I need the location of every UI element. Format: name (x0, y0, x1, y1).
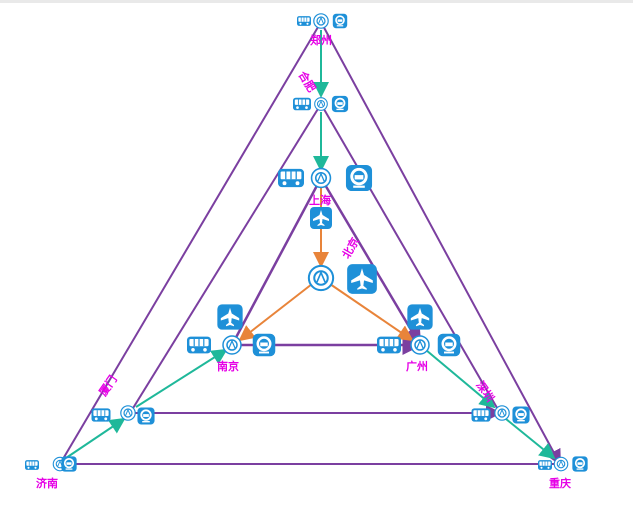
top-border (0, 0, 633, 3)
outer-triangle-edges (59, 21, 561, 466)
station-hub-icon (553, 456, 569, 472)
bus-icon (91, 407, 111, 423)
edge-beijing-guangzhou (329, 283, 414, 342)
city-label-zhengzhou: 郑州 (310, 33, 332, 47)
node-beijing[interactable]: 北京 (307, 235, 377, 294)
node-chongqing[interactable]: 重庆 (537, 455, 589, 490)
edge-shanghai-guangzhou (319, 177, 422, 348)
bus-icon (292, 97, 312, 111)
station-hub-icon (310, 167, 332, 189)
bus-icon (471, 407, 491, 423)
city-label-jinan: 济南 (36, 476, 58, 490)
plane-icon (217, 304, 243, 330)
city-label-hefei: 合肥 (296, 68, 320, 94)
station-hub-icon (120, 405, 136, 421)
node-zhengzhou[interactable]: 郑州 (296, 13, 349, 47)
bus-icon (24, 459, 40, 471)
plane-icon (310, 207, 332, 229)
city-label-guangzhou: 广州 (406, 359, 428, 373)
station-hub-icon (313, 13, 329, 29)
node-shanghai[interactable]: 上海 (277, 163, 374, 229)
bus-icon (537, 459, 553, 471)
city-label-xiamen: 厦门 (96, 373, 120, 399)
node-shenzhen[interactable]: 深圳 (471, 378, 531, 425)
edge-xiamen-nanjing (135, 348, 228, 408)
train-icon (251, 332, 277, 358)
edge-zhengzhou-chongqing (320, 21, 561, 466)
plane-icon (347, 264, 377, 294)
edge-guangzhou-shenzhen (425, 349, 496, 409)
train-icon (436, 332, 462, 358)
edge-shenzhen-chongqing (505, 418, 556, 460)
edge-hefei-shenzhen (320, 103, 501, 414)
node-jinan[interactable]: 济南 (24, 455, 78, 490)
train-icon (344, 163, 374, 193)
train-icon (511, 405, 531, 425)
train-icon (330, 95, 350, 113)
station-hub-icon (222, 335, 242, 355)
edge-jinan-xiamen (65, 417, 126, 459)
edge-jinan-zhengzhou (59, 21, 322, 465)
station-hub-icon (410, 335, 430, 355)
bus-icon (186, 336, 212, 354)
plane-icon (407, 304, 433, 330)
edge-beijing-nanjing (238, 283, 313, 342)
rail-connector-edges (65, 30, 556, 460)
edge-xiamen-hefei (129, 103, 322, 414)
train-icon (136, 406, 156, 426)
node-xiamen[interactable]: 厦门 (91, 373, 156, 426)
node-guangzhou[interactable]: 广州 (376, 304, 462, 373)
train-icon (571, 455, 589, 473)
bus-icon (277, 168, 305, 188)
train-icon (60, 455, 78, 473)
bus-icon (296, 15, 312, 27)
edge-nanjing-shanghai (230, 177, 323, 346)
city-label-nanjing: 南京 (217, 359, 239, 373)
station-hub-icon (494, 405, 510, 421)
train-icon (331, 13, 349, 30)
middle-triangle-edges (129, 103, 502, 421)
bus-icon (376, 336, 402, 354)
city-label-shanghai: 上海 (309, 193, 331, 207)
station-hub-icon (314, 97, 328, 111)
station-hub-icon (307, 264, 335, 292)
node-nanjing[interactable]: 南京 (186, 304, 277, 373)
city-label-chongqing: 重庆 (549, 476, 571, 490)
